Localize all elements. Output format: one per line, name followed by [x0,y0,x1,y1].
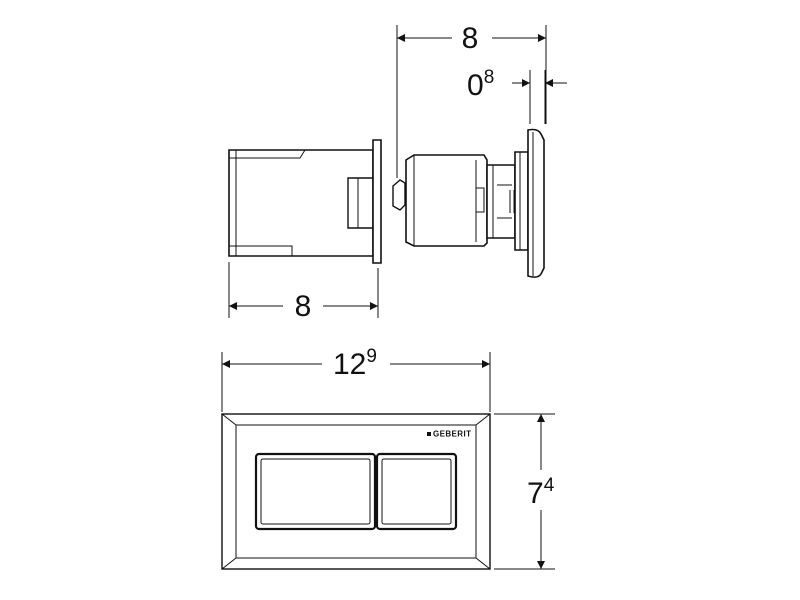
dimension-label-plate-thickness: 08 [467,67,494,102]
geberit-logo: GEBERIT [427,430,471,439]
dimension-height: 74 [494,413,555,570]
flush-button-small [375,452,458,531]
flush-button-large [254,452,377,531]
dimension-label-width: 129 [333,346,377,381]
dimension-label-height: 74 [527,475,555,510]
dimension-depth-housing: 8 [228,262,379,323]
dimension-label-depth-total: 8 [462,22,479,55]
dimension-width: 129 [221,346,491,412]
housing-side-view [228,139,382,264]
dimension-depth-total: 8 [396,22,547,178]
flush-plate-front-view: GEBERIT [221,413,491,570]
dimension-plate-thickness: 08 [467,67,567,124]
brand-name: GEBERIT [433,430,471,439]
actuator-side-view [392,128,545,278]
dimension-label-depth-housing: 8 [295,290,312,323]
